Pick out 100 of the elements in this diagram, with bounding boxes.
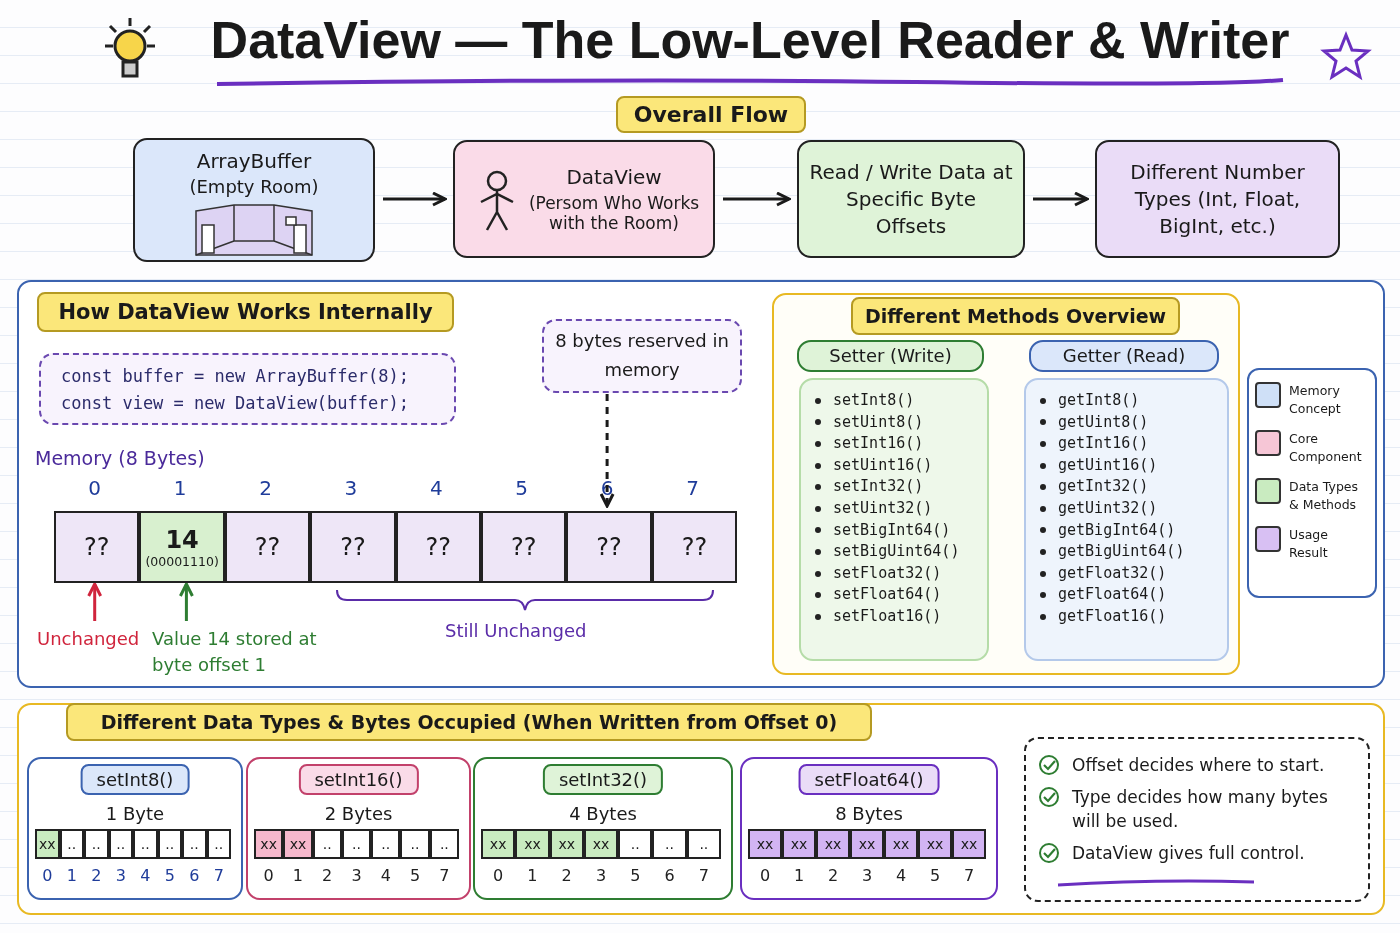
byte-count: 2 Bytes: [323, 803, 394, 824]
section-heading: Different Methods Overview: [851, 297, 1181, 335]
byte-index: 1: [65, 866, 78, 885]
memory-cell: [310, 511, 396, 583]
arrow: [383, 191, 447, 207]
method-name: getInt8(): [1058, 390, 1140, 411]
arrow: [1033, 191, 1089, 207]
memory-cell: [54, 511, 140, 583]
byte-cell: xx: [254, 829, 284, 859]
byte-cell: ..: [371, 829, 401, 859]
byte-cell: ..: [133, 829, 158, 859]
box-heading: DataView: [565, 165, 663, 189]
box-text: (Persom Who Works with the Room): [527, 193, 701, 233]
byte-cell: ..: [341, 829, 372, 859]
method-label: setInt16(): [298, 764, 419, 795]
byte-index: 7: [685, 476, 700, 500]
byte-index: 2: [826, 866, 840, 885]
summary-text: DataView gives full control.: [1072, 842, 1305, 865]
method-name: getUint16(): [1058, 454, 1158, 476]
method-name: setBigInt64(): [833, 519, 951, 541]
byte-index: 5: [514, 476, 530, 500]
method-name: setUint8(): [833, 411, 924, 433]
byte-index: 3: [860, 866, 874, 885]
byte-cell: xx: [782, 829, 816, 859]
byte-index: 3: [594, 866, 608, 885]
byte-cell: ..: [84, 829, 109, 859]
cell-value: ??: [510, 533, 537, 561]
byte-cell: ..: [312, 829, 342, 859]
annotation: Value 14 stored at byte offset 1: [152, 626, 327, 680]
byte-cell: xx: [481, 829, 516, 859]
byte-cell: xx: [748, 829, 782, 859]
byte-cell: ..: [182, 829, 207, 859]
section-panel: [17, 280, 1385, 688]
method-name: getFloat16(): [1058, 605, 1167, 627]
method-name: getUint8(): [1058, 411, 1149, 433]
byte-index: 0: [262, 866, 275, 885]
byte-index: 6: [663, 866, 676, 885]
byte-cell: ..: [652, 829, 687, 859]
byte-index: 2: [560, 866, 573, 885]
cell-value: ??: [340, 533, 366, 561]
code-text: const buffer = new ArrayBuffer(8); const view = new DataView(buffer);: [60, 365, 410, 415]
byte-index: 7: [212, 866, 225, 885]
arrow: [178, 582, 194, 621]
byte-cell: xx: [884, 829, 918, 859]
cell-value: ??: [254, 533, 281, 561]
byte-cell: xx: [816, 829, 850, 859]
byte-cell: xx: [850, 829, 884, 859]
method-name: setFloat32(): [833, 562, 942, 584]
note-box: 8 bytes reserved in memory: [542, 319, 742, 393]
byte-cell: xx: [515, 829, 550, 859]
method-name: getUint32(): [1058, 497, 1158, 519]
cell-value: ??: [596, 533, 622, 561]
memory-cell: [651, 511, 738, 583]
method-name: setBigUint64(): [833, 541, 960, 563]
summary-box: [1024, 737, 1370, 902]
byte-index: 6: [188, 866, 201, 885]
byte-index: 1: [291, 866, 304, 885]
byte-index: 3: [343, 476, 359, 500]
method-name: getInt16(): [1058, 433, 1149, 455]
method-name: setInt16(): [833, 433, 924, 455]
cell-value: 14: [165, 525, 199, 554]
section-panel: [772, 293, 1240, 675]
method-name: setFloat16(): [833, 605, 942, 627]
byte-index: 0: [41, 866, 54, 885]
legend-label: Memory Concept: [1289, 382, 1342, 418]
cell-value: ??: [83, 533, 110, 561]
legend-label: Data Types & Methods: [1289, 478, 1360, 514]
cell-value: ??: [425, 533, 452, 561]
byte-index: 5: [163, 866, 176, 885]
byte-index: 5: [408, 866, 422, 885]
byte-cell: xx: [549, 829, 584, 859]
byte-index: 6: [599, 476, 615, 500]
box-text: (Empty Room): [188, 175, 320, 199]
byte-index: 0: [87, 476, 103, 500]
summary-text: Type decides how many bytes will be used.: [1072, 786, 1329, 833]
summary-text: Offset decides where to start.: [1072, 754, 1325, 777]
byte-cell: ..: [206, 829, 231, 859]
byte-index: 5: [629, 866, 642, 885]
method-name: setUint16(): [833, 454, 933, 476]
method-name: setFloat64(): [833, 584, 942, 606]
memory-cell: [139, 511, 225, 583]
method-label: setInt32(): [542, 764, 664, 795]
byte-cell: ..: [59, 829, 84, 859]
byte-index: 1: [172, 476, 188, 500]
byte-cell: ..: [157, 829, 182, 859]
method-name: setInt32(): [833, 476, 924, 498]
title: DataView — The Low-Level Reader & Writer: [209, 10, 1291, 70]
memory-cell: [566, 511, 652, 583]
method-name: getFloat64(): [1058, 584, 1167, 606]
method-name: getBigUint64(): [1058, 541, 1185, 563]
byte-cell: xx: [583, 829, 619, 859]
binary-value: (00001110): [145, 553, 219, 569]
byte-index: 0: [758, 866, 772, 885]
byte-index: 4: [139, 866, 152, 885]
column-heading: Setter (Write): [797, 340, 984, 372]
column-heading: Getter (Read): [1029, 340, 1219, 372]
byte-cell: ..: [618, 829, 653, 859]
box-text: Different Number Types (Int, Float, BigInt, etc.): [1129, 158, 1306, 240]
process-box: [453, 140, 715, 258]
annotation: Still Unchanged: [445, 620, 587, 641]
